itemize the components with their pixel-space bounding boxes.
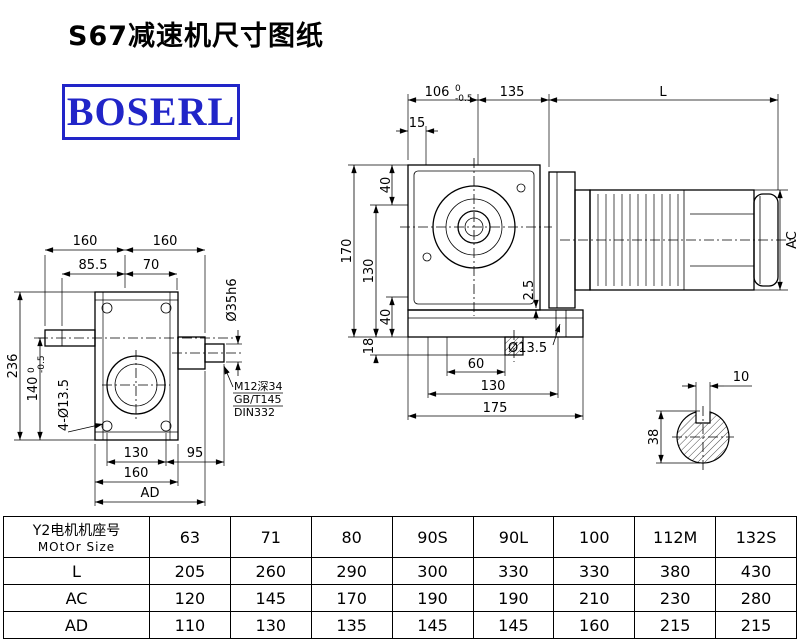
side-view-dimensions: 160 160 85.5 70 Ø35h6 236 140 0 -0.5 4-Ø… (6, 234, 242, 506)
table-cell: 330 (472, 557, 555, 585)
table-cell: 300 (391, 557, 474, 585)
table-cell: 145 (391, 611, 474, 639)
dim-140-label: 140 (26, 377, 41, 402)
table-cell: 145 (229, 584, 312, 612)
table-cell: 210 (553, 584, 636, 612)
table-row-AC: AC 120 145 170 190 190 210 230 280 (3, 584, 797, 612)
dim-40-bottom-label: 40 (379, 309, 394, 326)
technical-drawing: 106 0 -0.5 135 L 15 40 170 130 40 18 2.5… (6, 84, 800, 506)
table-cell: 330 (553, 557, 636, 585)
dim-135-label: 135 (500, 85, 525, 100)
motor-size-label-cn: Y2电机机座号 (32, 523, 121, 539)
brand-logo-text: BOSERL (66, 89, 236, 134)
dim-4-holes-label: 4-Ø13.5 (57, 379, 72, 431)
dim-130-left-label: 130 (362, 259, 377, 284)
dim-10-label: 10 (733, 370, 750, 385)
table-cell: 205 (149, 557, 231, 585)
table-cell: 190 (391, 584, 474, 612)
table-cell: 215 (715, 611, 797, 639)
table-cell: 190 (472, 584, 555, 612)
motor (548, 171, 796, 309)
dim-160-right-label: 160 (153, 234, 178, 249)
table-cell: 170 (310, 584, 393, 612)
table-cell: 160 (553, 611, 636, 639)
side-view: M12深34 GB/T145 DIN332 (6, 234, 283, 506)
table-cell: 110 (149, 611, 231, 639)
dim-95-label: 95 (187, 446, 204, 461)
table-cell: 132S (715, 516, 797, 558)
note-m12: M12深34 (234, 380, 283, 393)
note-gb: GB/T145 (234, 393, 282, 406)
dim-AC-label: AC (785, 231, 800, 249)
front-view-dimensions: 106 0 -0.5 135 L 15 40 170 130 40 18 2.5… (340, 84, 800, 420)
row-header-AC: AC (3, 584, 150, 612)
table-cell: 63 (149, 516, 231, 558)
gearbox-housing (400, 158, 584, 362)
side-housing (38, 291, 244, 441)
dim-130-bottom-label: 130 (481, 379, 506, 394)
dim-40-top-label: 40 (379, 177, 394, 194)
row-header-AD: AD (3, 611, 150, 639)
table-cell: 145 (472, 611, 555, 639)
table-cell: 80 (310, 516, 393, 558)
table-cell: 71 (229, 516, 312, 558)
page-title: S67减速机尺寸图纸 (68, 21, 325, 52)
front-view: 106 0 -0.5 135 L 15 40 170 130 40 18 2.5… (340, 84, 800, 420)
dim-2-5-label: 2.5 (522, 280, 537, 301)
table-cell: 260 (229, 557, 312, 585)
table-row-AD: AD 110 130 135 145 145 160 215 215 (3, 611, 797, 639)
table-cell: 90L (472, 516, 555, 558)
dim-hole-label: Ø13.5 (508, 341, 547, 356)
dim-85-5-label: 85.5 (79, 258, 108, 273)
dim-70-label: 70 (143, 258, 160, 273)
table-cell: 112M (634, 516, 717, 558)
table-cell: 90S (391, 516, 474, 558)
motor-size-label-en: MOtOr Size (37, 540, 116, 554)
dim-106-tol-lower: -0.5 (455, 94, 473, 104)
table-cell: 135 (310, 611, 393, 639)
dim-60-label: 60 (468, 357, 485, 372)
table-cell: 290 (310, 557, 393, 585)
dim-L-label: L (659, 85, 667, 100)
table-cell: 380 (634, 557, 717, 585)
shaft-section-view: 10 38 (647, 370, 752, 470)
dim-160-left-label: 160 (73, 234, 98, 249)
dim-175-label: 175 (483, 401, 508, 416)
table-cell: 215 (634, 611, 717, 639)
dim-106-tol-upper: 0 (455, 84, 461, 94)
motor-dimension-table: Y2电机机座号 MOtOr Size 63 71 80 90S 90L 100 … (3, 516, 797, 639)
thread-note: M12深34 GB/T145 DIN332 (223, 365, 283, 419)
table-cell: 100 (553, 516, 636, 558)
table-row-motor-size: Y2电机机座号 MOtOr Size 63 71 80 90S 90L 100 … (3, 516, 797, 558)
dim-140-tol-upper: 0 (27, 367, 37, 373)
dim-160-bottom-label: 160 (124, 466, 149, 481)
dim-236-label: 236 (6, 354, 21, 379)
table-cell: 280 (715, 584, 797, 612)
dim-130-label: 130 (124, 446, 149, 461)
motor-size-header: Y2电机机座号 MOtOr Size (3, 516, 150, 558)
dim-15-label: 15 (409, 116, 426, 131)
table-cell: 430 (715, 557, 797, 585)
dim-38-label: 38 (647, 429, 662, 446)
table-row-L: L 205 260 290 300 330 330 380 430 (3, 557, 797, 585)
dim-shaft-dia-label: Ø35h6 (225, 278, 240, 321)
dim-140-tol-lower: -0.5 (37, 355, 47, 373)
row-header-L: L (3, 557, 150, 585)
table-cell: 130 (229, 611, 312, 639)
table-cell: 120 (149, 584, 231, 612)
dim-AD-label: AD (141, 486, 160, 501)
table-cell: 230 (634, 584, 717, 612)
brand-logo-box: BOSERL (62, 84, 240, 140)
dim-18-label: 18 (362, 338, 377, 355)
note-din: DIN332 (234, 406, 275, 419)
dim-170-label: 170 (340, 239, 355, 264)
dim-106-label: 106 (425, 85, 450, 100)
